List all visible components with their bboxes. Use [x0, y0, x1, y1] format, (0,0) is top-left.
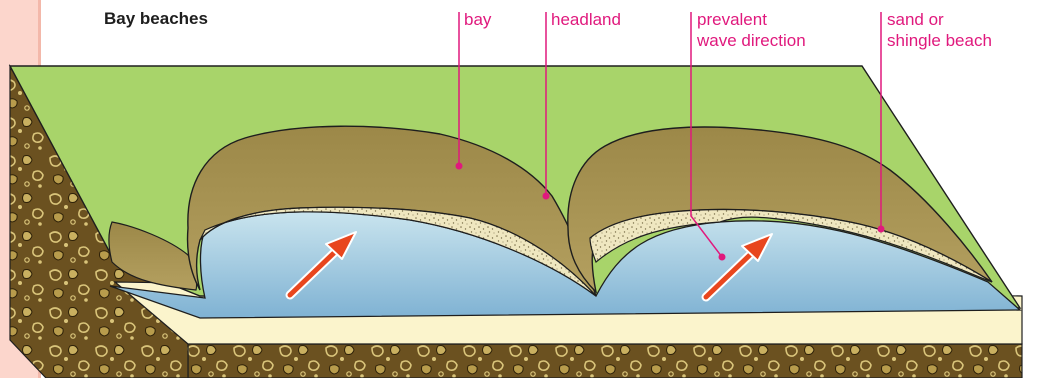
beach-leader-dot [878, 226, 885, 233]
diagram-title: Bay beaches [104, 9, 208, 29]
label-headland: headland [551, 9, 621, 30]
headland-leader-dot [543, 193, 550, 200]
rock-front-face [188, 344, 1022, 378]
label-beach-line1: sand or [887, 9, 992, 30]
label-wave-direction: prevalent wave direction [697, 9, 806, 51]
wave-direction-leader-dot [719, 254, 726, 261]
label-beach-line2: shingle beach [887, 30, 992, 51]
bay-leader-dot [456, 163, 463, 170]
label-beach: sand or shingle beach [887, 9, 992, 51]
label-wave-direction-line1: prevalent [697, 9, 806, 30]
label-wave-direction-line2: wave direction [697, 30, 806, 51]
label-bay: bay [464, 9, 491, 30]
